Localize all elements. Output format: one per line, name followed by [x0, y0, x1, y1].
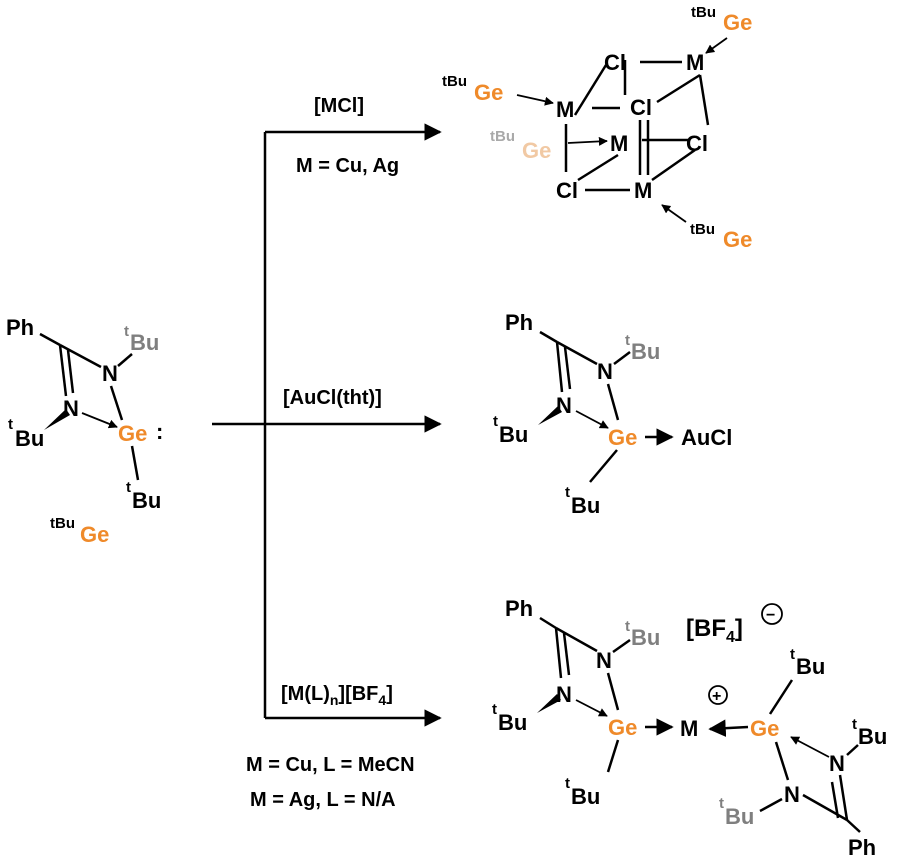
reaction-arrows: [MCl] M = Cu, Ag [AuCl(tht)] [M(L)n][BF4… — [212, 95, 442, 811]
cat-left-tbu-top: Bu — [631, 625, 660, 650]
cat-plus-sign: + — [712, 688, 721, 705]
cat-metal: M — [680, 716, 698, 741]
starting-germylene: Ph N t Bu N t Bu Ge : t Bu tBu Ge — [6, 315, 163, 547]
cube-ligand-ge-4: Ge — [723, 227, 752, 252]
reagent-top: [MCl] — [314, 95, 364, 117]
reagent-bottom-a: [M(L) — [281, 683, 330, 705]
condition-top: M = Cu, Ag — [296, 155, 399, 177]
cat-left-tbu-left-sup: t — [492, 701, 497, 718]
cube-ligand-sup-1: tBu — [691, 4, 716, 21]
bond-c-n-double-a — [58, 344, 68, 397]
cube-m-bottom: M — [634, 178, 652, 203]
reagent-bottom-sub-n: n — [330, 692, 339, 708]
n-top-label: N — [102, 361, 118, 386]
tbu-bottom: Bu — [132, 488, 161, 513]
reagent-bottom: [M(L)n][BF4] — [281, 683, 393, 708]
phenyl-label: Ph — [6, 315, 34, 340]
cube-ligand-ge-1: Ge — [723, 10, 752, 35]
cat-left-n-top: N — [596, 648, 612, 673]
au-tbu-bottom-sup: t — [565, 484, 570, 501]
product-cationic-complex: Ph N t Bu N t Bu Ge t Bu M + [BF4] − Ge — [492, 596, 887, 860]
reagent-bottom-b: ][BF — [338, 683, 378, 705]
tbu-left-sup: t — [8, 416, 13, 433]
product-gold-complex: Ph N t Bu N t Bu Ge AuCl t Bu — [493, 310, 732, 518]
cube-cl-right: Cl — [686, 131, 708, 156]
au-tbu-top-sup: t — [625, 332, 630, 349]
cat-left-tbu-bottom: Bu — [571, 784, 600, 809]
cube-cl-bottom: Cl — [556, 178, 578, 203]
tbu-bottom-sup: t — [126, 479, 131, 496]
reagent-middle: [AuCl(tht)] — [283, 387, 382, 409]
tbu-top-sup: t — [124, 323, 129, 340]
cat-right-tbu-right: Bu — [858, 724, 887, 749]
cube-cl-mid: Cl — [630, 95, 652, 120]
au-tbu-top: Bu — [631, 339, 660, 364]
cat-left-phenyl: Ph — [505, 596, 533, 621]
condition-bottom-2: M = Ag, L = N/A — [250, 789, 396, 811]
abbrev-sup: tBu — [50, 515, 75, 532]
bond-ph-c — [39, 332, 61, 347]
cat-left-tbu-bottom-sup: t — [565, 775, 570, 792]
au-tbu-left-sup: t — [493, 413, 498, 430]
cat-minus-sign: − — [766, 607, 775, 624]
cat-right-tbu-bottom: Bu — [725, 804, 754, 829]
cat-left-n-bottom: N — [556, 682, 572, 707]
abbrev-ge: Ge — [80, 522, 109, 547]
au-aucl: AuCl — [681, 425, 732, 450]
au-tbu-bottom: Bu — [571, 493, 600, 518]
cat-left-tbu-top-sup: t — [625, 618, 630, 635]
reagent-bottom-sub-4: 4 — [378, 692, 386, 708]
cube-ligand-sup-3: tBu — [490, 128, 515, 145]
cat-anion: [BF4] — [686, 615, 743, 646]
cat-plus-circle — [708, 685, 728, 705]
product-cubane: M Cl M Cl M Cl Cl M tBu Ge tBu Ge tBu Ge… — [442, 4, 752, 252]
cat-left-tbu-left: Bu — [498, 710, 527, 735]
bond-c-n-top — [59, 343, 102, 369]
bond-n-ge-top — [109, 385, 124, 421]
cube-ligand-ge-2: Ge — [474, 80, 503, 105]
cat-anion-sub: 4 — [726, 629, 735, 646]
cube-m-top-right: M — [686, 50, 704, 75]
cat-right-tbu-right-sup: t — [852, 716, 857, 733]
dative-n-ge — [81, 412, 118, 429]
cat-anion-a: [BF — [686, 615, 726, 642]
au-n-top: N — [597, 359, 613, 384]
au-ge: Ge — [608, 425, 637, 450]
cat-right-tbu-bottom-sup: t — [719, 795, 724, 812]
au-phenyl: Ph — [505, 310, 533, 335]
bond-ge-tbu-bottom — [130, 445, 140, 481]
cube-cl-top: Cl — [604, 50, 626, 75]
cat-right-tbu-top-sup: t — [790, 646, 795, 663]
cat-right-n-right: N — [829, 751, 845, 776]
tbu-top: Bu — [130, 330, 159, 355]
reagent-bottom-c: ] — [386, 683, 393, 705]
wedge-bond — [44, 409, 70, 430]
cube-m-center: M — [610, 131, 628, 156]
au-tbu-left: Bu — [499, 422, 528, 447]
ge-label: Ge — [118, 421, 147, 446]
cube-ligand-sup-4: tBu — [690, 221, 715, 238]
cat-right-ge: Ge — [750, 716, 779, 741]
cube-m-left: M — [556, 97, 574, 122]
cat-right-n-bottom: N — [784, 782, 800, 807]
ge-lone-pair: : — [156, 419, 163, 444]
cat-anion-b: ] — [735, 615, 743, 642]
au-n-bottom: N — [556, 393, 572, 418]
cat-left-ge: Ge — [608, 715, 637, 740]
cube-ligand-ge-3: Ge — [522, 138, 551, 163]
bond-n-tbu-top — [117, 353, 133, 367]
cat-right-phenyl: Ph — [848, 835, 876, 860]
cat-right-tbu-top: Bu — [796, 654, 825, 679]
bond-c-n-double-b — [66, 349, 75, 394]
cube-ligand-sup-2: tBu — [442, 73, 467, 90]
condition-bottom-1: M = Cu, L = MeCN — [246, 754, 415, 776]
cat-minus-circle — [761, 603, 783, 625]
tbu-left: Bu — [15, 426, 44, 451]
